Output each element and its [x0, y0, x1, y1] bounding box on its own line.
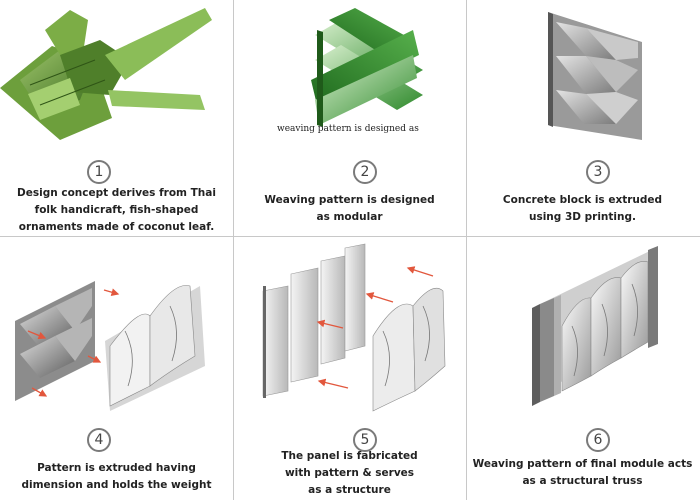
caption-line: as modular [316, 211, 383, 223]
step-number-badge: 1 [87, 160, 111, 184]
caption-line: Weaving pattern of final module acts [472, 458, 693, 470]
divider-vertical-2 [466, 0, 467, 500]
step-caption: Weaving pattern of final module acts as … [466, 456, 699, 490]
step-5-panel: 5 The panel is fabricated with pattern &… [233, 236, 466, 496]
caption-line: ornaments made of coconut leaf. [18, 221, 215, 233]
step-number: 2 [360, 164, 370, 180]
step-number-badge: 4 [87, 428, 111, 452]
step-caption: Design concept derives from Thai folk ha… [0, 185, 233, 236]
coconut-leaf-fish-image [0, 8, 212, 140]
step-number: 5 [360, 432, 370, 448]
step-number-badge: 3 [586, 160, 610, 184]
weaving-image-label: weaving pattern is designed as [277, 124, 419, 134]
step-caption: Weaving pattern is designed as modular [233, 192, 466, 226]
caption-line: as a structure [308, 484, 391, 496]
step-caption: Pattern is extruded having dimension and… [0, 460, 233, 494]
caption-line: folk handicraft, fish-shaped [34, 204, 199, 216]
step-6-panel: 6 Weaving pattern of final module acts a… [466, 236, 699, 487]
step-number-badge: 2 [353, 160, 377, 184]
step-caption: The panel is fabricated with pattern & s… [233, 448, 466, 499]
caption-line: The panel is fabricated [281, 450, 418, 462]
caption-line: with pattern & serves [284, 467, 415, 479]
caption-line: as a structural truss [522, 475, 643, 487]
divider-horizontal [0, 236, 700, 237]
extruded-pattern-image [15, 281, 205, 411]
caption-line: using 3D printing. [528, 211, 636, 223]
step-number: 4 [94, 432, 104, 448]
step-number-badge: 6 [586, 428, 610, 452]
step-number: 6 [593, 432, 603, 448]
divider-vertical-1 [233, 0, 234, 500]
green-weaving-pattern-image [311, 8, 423, 127]
step-4-panel: 4 Pattern is extruded having dimension a… [0, 236, 233, 491]
step-number: 1 [94, 164, 104, 180]
caption-line: dimension and holds the weight [21, 479, 212, 491]
caption-line: Concrete block is extruded [502, 194, 663, 206]
step-3-panel: 3 Concrete block is extruded using 3D pr… [466, 0, 699, 250]
step-number-badge: 5 [353, 428, 377, 452]
caption-line: Design concept derives from Thai [17, 187, 216, 199]
structural-truss-image [532, 246, 658, 406]
step-number: 3 [593, 164, 603, 180]
step-1-panel: 1 Design concept derives from Thai folk … [0, 0, 233, 250]
caption-line: Weaving pattern is designed [264, 194, 435, 206]
step-2-panel: weaving pattern is designed as 2 Weaving… [233, 0, 466, 250]
panel-fabrication-image [262, 243, 446, 412]
step-caption: Concrete block is extruded using 3D prin… [466, 192, 699, 226]
caption-line: Pattern is extruded having [37, 462, 196, 474]
concrete-block-image [548, 12, 642, 140]
